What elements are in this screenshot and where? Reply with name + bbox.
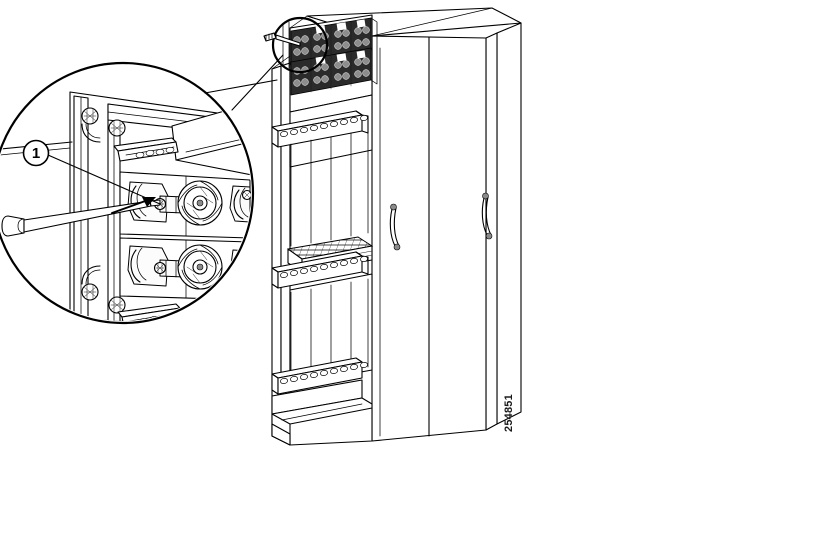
connector-bay-upper (119, 171, 251, 239)
ground-stud-mid (108, 119, 126, 137)
rail-perforations-upper (280, 115, 368, 137)
detail-source-circle (271, 16, 329, 74)
connector-bay-lower (119, 237, 251, 301)
card-cage-lower (271, 273, 373, 395)
rotor-connector-upper (177, 180, 223, 226)
callout-1-number: 1 (32, 145, 40, 162)
cable-clamp-upper (113, 137, 179, 162)
rotor-connector-lower (177, 244, 223, 290)
rack-chassis (271, 7, 522, 446)
cable-lug-lower-left[interactable] (127, 245, 185, 287)
ground-stud-lower (81, 283, 99, 301)
card-guide-slots-upper (290, 129, 369, 247)
callout-1-bubble[interactable] (22, 139, 50, 167)
chassis-doors (371, 35, 487, 442)
terminal-screw-lower[interactable] (153, 261, 167, 275)
detail-source-marker (263, 16, 329, 74)
ground-stud-upper (81, 107, 99, 125)
rail-perforations-lower (280, 362, 368, 384)
power-terminal-shelf (289, 14, 378, 113)
figure-id-text: 254851 (503, 394, 515, 432)
magnifier-circle (0, 61, 255, 325)
card-guide-slots-lower (290, 278, 369, 381)
callout-1[interactable]: 1 (22, 139, 161, 205)
chassis-right-panel (485, 22, 522, 431)
handle-right[interactable] (481, 192, 493, 240)
screw-target-arrow (111, 197, 156, 214)
ground-stud-bottom (108, 296, 126, 314)
screwdriver-small (263, 32, 301, 47)
magnifier-leader-lines (204, 54, 284, 111)
handle-left[interactable] (389, 203, 401, 251)
terminal-block-row-lower[interactable] (290, 47, 372, 96)
magnified-detail-view (0, 61, 255, 325)
rotor-connector-lower-right (229, 249, 251, 287)
screwdriver (1, 199, 161, 237)
card-cage-upper (271, 94, 373, 247)
rotor-connector-upper-right (229, 185, 251, 223)
fan-tray-shelf (271, 236, 374, 289)
rail-perforations-mid (280, 256, 368, 278)
figure-id: 254851 (503, 394, 515, 432)
base-plinth (271, 379, 373, 446)
